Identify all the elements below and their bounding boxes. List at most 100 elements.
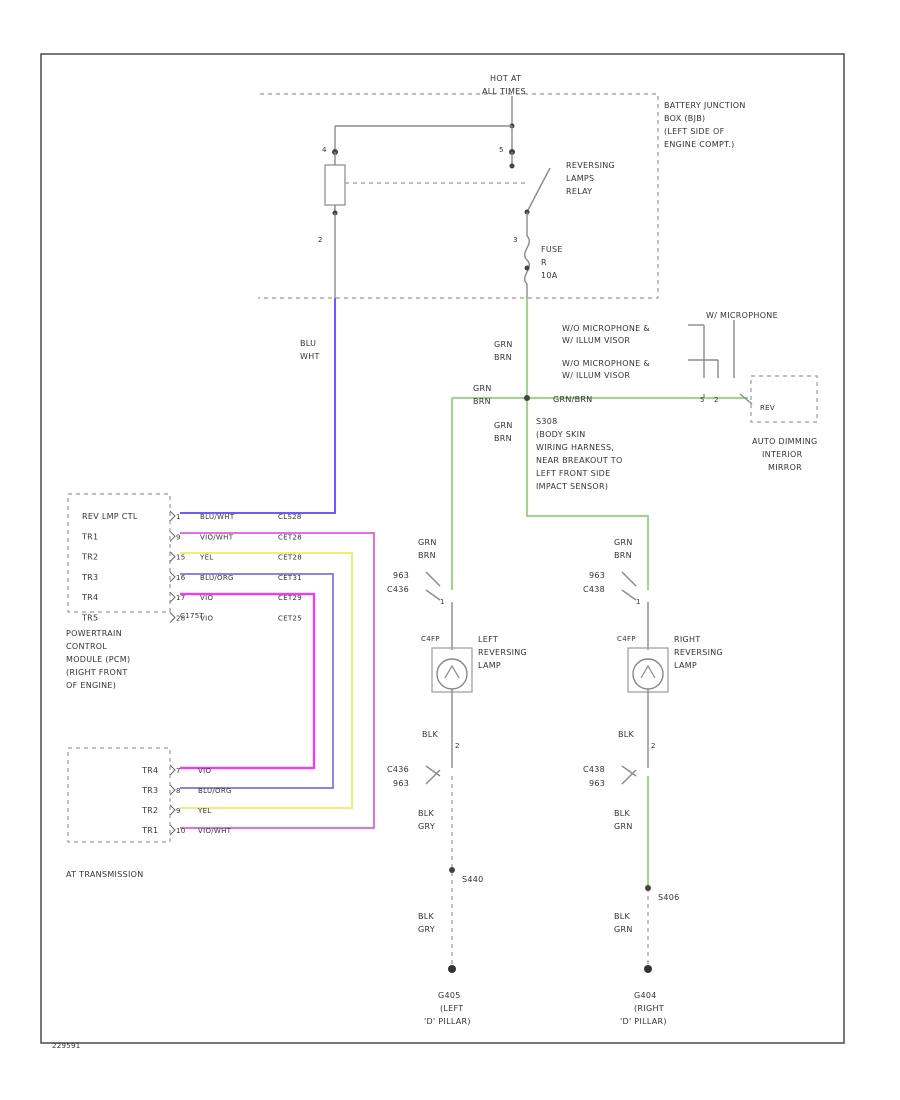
blu-wht-label-1: BLU [300,339,316,348]
relay-label-3: RELAY [566,187,593,196]
grn-brn-left-1: GRN [473,384,492,393]
bjb-label-line-1: BATTERY JUNCTION [664,101,746,110]
mirror-pin-5: 5 [700,396,705,404]
transmission-pin-number: 10 [176,827,186,835]
bjb-pin-2: 2 [318,236,323,244]
transmission-pin-label: TR1 [141,826,158,835]
mic-option-2-line-1: W/O MICROPHONE & [562,324,650,333]
pcm-pin-connector [169,510,176,522]
pcm-label-2: CONTROL [66,642,107,651]
bjb-label-line-4: ENGINE COMPT.) [664,140,735,149]
left-conn-bottom-2: 963 [393,779,409,788]
left-socket: C4FP [421,635,440,643]
transmission-harness [180,532,375,829]
right-wire-ground-2: GRN [614,925,633,934]
left-splice: S440 [462,875,484,884]
pcm-pin-number: 16 [176,574,186,582]
left-lamp-label-3: LAMP [478,661,501,670]
relay-label-2: LAMPS [566,174,594,183]
pcm-connector-id: C175T [180,612,204,620]
left-wire-ground-2: GRY [418,925,435,934]
pcm-wire-name: VIO [200,615,213,623]
auto-dimming-mirror: W/ MICROPHONE W/O MICROPHONE & W/ ILLUM … [562,311,818,472]
grn-brn-mid-2: BRN [494,434,512,443]
left-wire-bottom-1: BLK [418,809,435,818]
right-splice: S406 [658,893,680,902]
pcm-wire-name: VIO/WHT [200,533,234,541]
fuse-label-3: 10A [541,271,558,280]
pcm-pin-number: 9 [176,533,181,541]
pcm-pin-label: TR2 [81,553,98,562]
right-wire-top-1: GRN [614,538,633,547]
harness-wire-yel [180,552,353,809]
left-ground-icon [448,965,456,973]
harness-wire-vio [180,592,316,770]
pcm-circuit-id: CET28 [278,554,302,562]
left-wire-ground-1: BLK [418,912,435,921]
transmission-pin-label: TR2 [141,806,158,815]
pcm-circuit-id: CET28 [278,533,302,541]
pcm-pin-connector [169,551,176,562]
transmission-pin-number: 8 [176,787,181,795]
pcm-wire-name: YEL [199,554,214,562]
mirror-rev-pin: REV [760,404,775,412]
pcm-pin-label: TR3 [81,573,98,582]
left-pin-bottom: 2 [455,742,460,750]
grn-brn-top-1: GRN [494,340,513,349]
fuse-symbol [524,235,530,285]
pcm-label-3: MODULE (PCM) [66,655,130,664]
transmission-pin-number: 7 [176,767,181,775]
transmission-pin-connector [169,764,176,776]
relay-coil [324,164,346,206]
relay-label-1: REVERSING [566,161,615,170]
transmission-wire-name: VIO [198,767,211,775]
right-lamp-label-2: REVERSING [674,648,723,657]
right-wire-bottom-2: GRN [614,822,633,831]
right-conn-top-1: 963 [589,571,605,580]
pcm-pin-connector [169,530,176,542]
mic-option-1: W/ MICROPHONE [706,311,778,320]
bjb-label-line-3: (LEFT SIDE OF [664,127,725,136]
transmission-pin-label: TR4 [141,766,158,775]
blu-wht-wire-path [180,298,336,514]
left-wire-top-1: GRN [418,538,437,547]
right-conn-top-2: C438 [583,585,605,594]
right-conn-bottom-2: 963 [589,779,605,788]
transmission-wire-name: VIO/WHT [198,827,232,835]
right-pin-top: 1 [636,598,641,606]
transmission-pin-connector [169,804,176,816]
pcm-pin-label: TR1 [81,532,98,541]
blu-wht-label-2: WHT [300,352,320,361]
pcm-wire-name: BLU/ORG [200,574,234,582]
pcm-pin-number: 28 [176,615,186,623]
grn-brn-top-2: BRN [494,353,512,362]
harness-wire-blu-org [180,573,334,789]
fuse-label-1: FUSE [541,245,563,254]
right-ground-icon [644,965,652,973]
left-reversing-lamp-circuit: GRN BRN 963 C436 1 C4FP LEFT REVERSING L… [387,538,527,1026]
pcm-wire-name: BLU/WHT [200,513,235,521]
pcm-circuit-id: CET31 [278,574,302,582]
splice-label-5: LEFT FRONT SIDE [536,469,610,478]
left-conn-bottom-1: C436 [387,765,409,774]
pcm-circuit-id: CLS28 [278,513,302,521]
right-wire-bottom-1: BLK [614,809,631,818]
right-lamp-label-1: RIGHT [674,635,701,644]
right-wire-mid: BLK [618,730,635,739]
left-conn-top-1: 963 [393,571,409,580]
pcm-label-5: OF ENGINE) [66,681,116,690]
fuse-label-2: R [541,258,547,267]
left-ground-label-3: 'D' PILLAR) [424,1017,471,1026]
right-socket: C4FP [617,635,636,643]
mirror-label-1: AUTO DIMMING [752,437,818,446]
splice-label-6: IMPACT SENSOR) [536,482,608,491]
right-wire-top-2: BRN [614,551,632,560]
pcm-pin-number: 17 [176,594,186,602]
grn-brn-wire-network: GRN BRN GRN BRN GRN/BRN GRN BRN [451,298,748,590]
transmission-wire-name: BLU/ORG [198,787,232,795]
hot-at-label: HOT AT [490,74,521,83]
pcm-circuit-id: CET29 [278,594,302,602]
left-lamp-label-1: LEFT [478,635,498,644]
